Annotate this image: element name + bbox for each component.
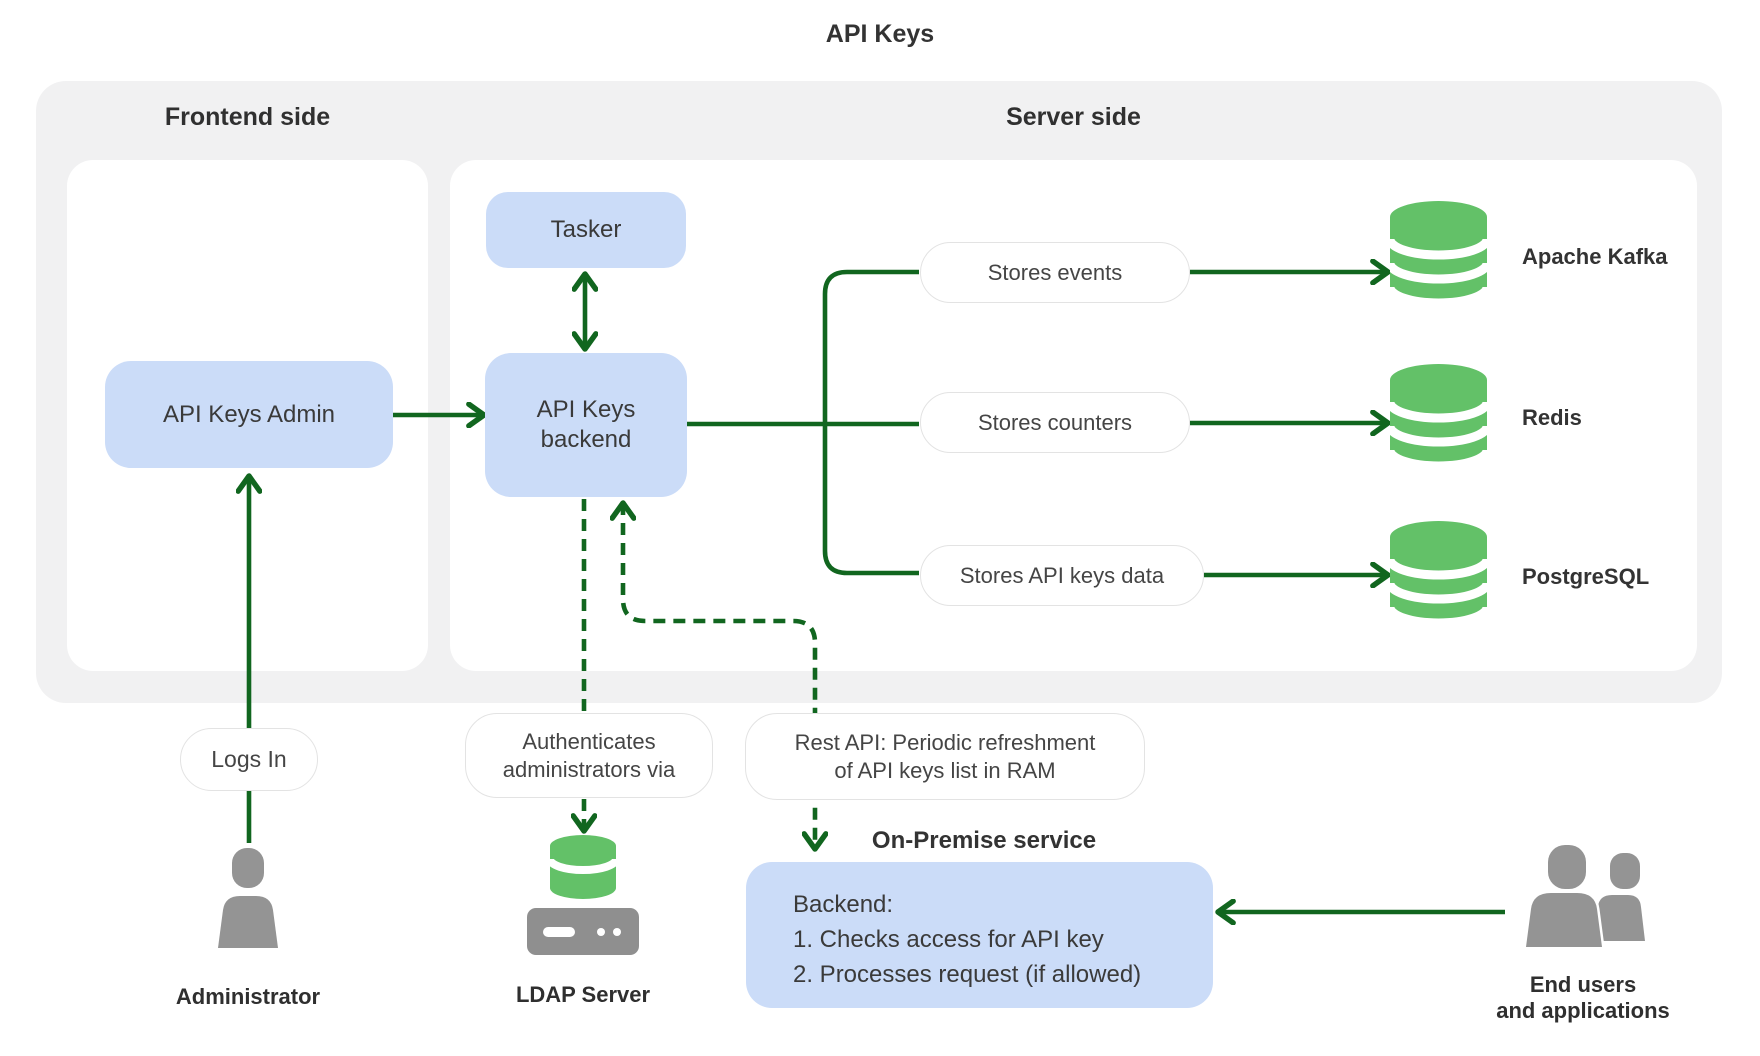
- node-api-keys-admin: API Keys Admin: [105, 361, 393, 468]
- database-icon-postgresql: [1390, 521, 1487, 627]
- ldap-server-icon: [527, 908, 639, 955]
- ldap-server-slot: [543, 927, 575, 937]
- node-api-keys-backend: API Keys backend: [485, 353, 687, 497]
- end-users-icon: [1524, 845, 1645, 947]
- on-premise-backend-box: Backend: 1. Checks access for API key 2.…: [746, 862, 1213, 1008]
- frontend-section-heading: Frontend side: [164, 103, 331, 131]
- database-icon-kafka: [1390, 201, 1487, 307]
- database-label-redis: Redis: [1522, 405, 1582, 430]
- server-section-heading: Server side: [1006, 103, 1141, 131]
- node-tasker: Tasker: [486, 192, 686, 268]
- ldap-database-icon: [550, 835, 616, 899]
- line-branch-events-apikeys: [822, 269, 919, 576]
- administrator-label: Administrator: [175, 984, 321, 1009]
- ldap-server-label: LDAP Server: [515, 982, 651, 1007]
- label-pill-rest-api: Rest API: Periodic refreshment of API ke…: [745, 713, 1145, 800]
- database-icon-redis: [1390, 364, 1487, 470]
- label-pill-logs-in: Logs In: [180, 728, 318, 791]
- end-users-label: End users and applications: [1496, 972, 1670, 1023]
- label-pill-stores-api-keys-data: Stores API keys data: [920, 545, 1204, 606]
- ldap-server-led: [597, 928, 605, 936]
- label-pill-authenticates: Authenticates administrators via: [465, 713, 713, 798]
- database-label-kafka: Apache Kafka: [1522, 244, 1668, 269]
- database-label-postgresql: PostgreSQL: [1522, 564, 1650, 589]
- label-pill-stores-events: Stores events: [920, 242, 1190, 303]
- ldap-server-led: [613, 928, 621, 936]
- page-title: API Keys: [825, 20, 935, 48]
- on-premise-heading: On-Premise service: [871, 827, 1097, 854]
- label-pill-stores-counters: Stores counters: [920, 392, 1190, 453]
- administrator-icon: [218, 848, 278, 948]
- dashed-arrow-onprem-to-backend: [623, 503, 815, 849]
